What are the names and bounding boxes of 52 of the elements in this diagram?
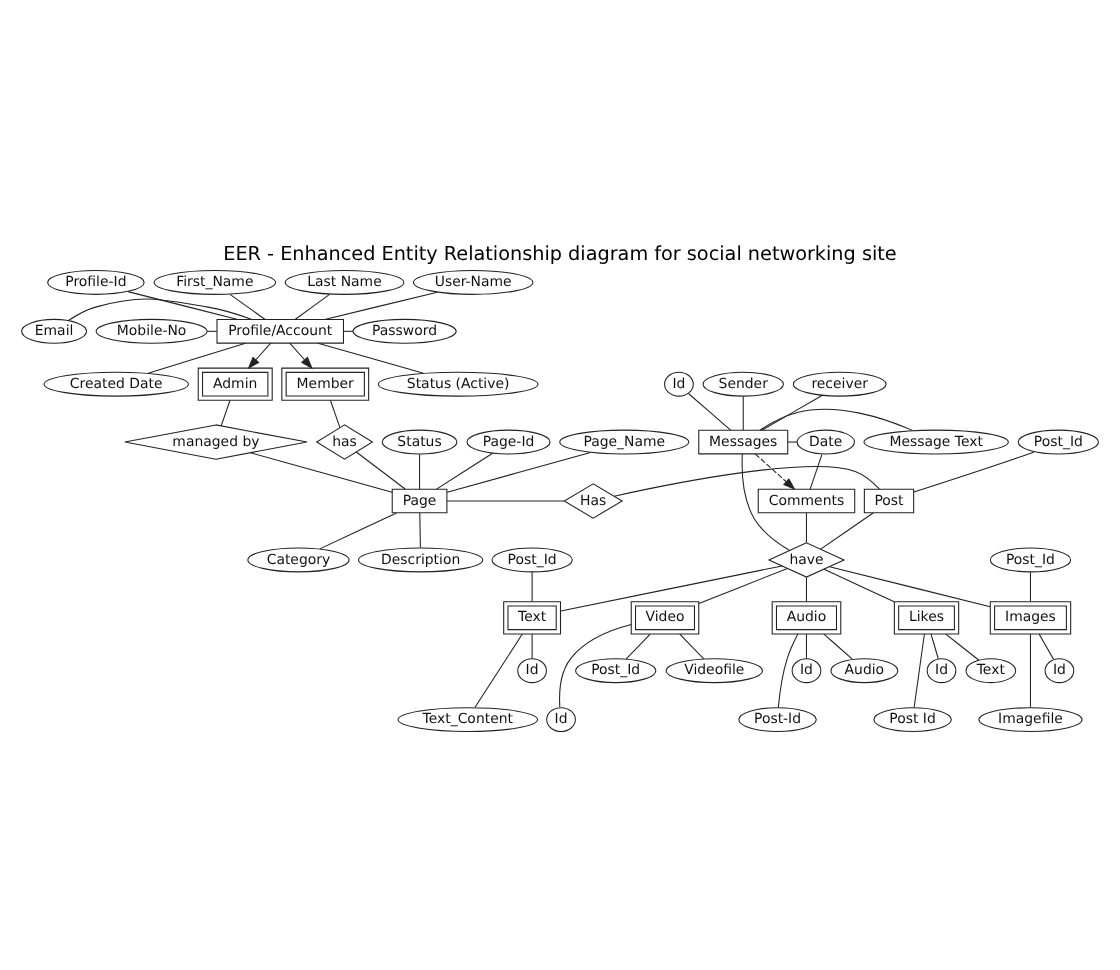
- connector: [446, 450, 591, 492]
- connector: [206, 329, 218, 331]
- connector: [1038, 632, 1055, 659]
- connector: [329, 398, 341, 428]
- connector: [698, 567, 788, 603]
- connector: [829, 565, 991, 607]
- connector: [1029, 570, 1031, 601]
- connector: [419, 452, 421, 489]
- connector: [805, 632, 807, 658]
- connector: [343, 329, 354, 331]
- connector: [742, 395, 744, 430]
- connector: [945, 632, 980, 660]
- diagram-title: EER - Enhanced Entity Relationship diagram for social networking site: [223, 243, 897, 266]
- connector: [531, 632, 533, 658]
- connector: [229, 292, 266, 319]
- connector: [805, 575, 807, 602]
- connector: [220, 398, 231, 426]
- arrow: [289, 341, 313, 369]
- arrow: [247, 341, 272, 369]
- connector: [613, 465, 880, 496]
- connector: [913, 632, 925, 707]
- connector: [913, 450, 1035, 492]
- connector: [474, 632, 523, 707]
- connector: [777, 632, 799, 707]
- connector: [625, 632, 651, 659]
- connector: [436, 451, 494, 489]
- arrow: [754, 452, 796, 490]
- connector: [809, 452, 823, 489]
- connector: [820, 511, 874, 549]
- connector: [249, 451, 393, 492]
- connector: [787, 440, 798, 442]
- connector: [559, 623, 632, 707]
- connector: [1029, 632, 1031, 707]
- connector: [741, 452, 790, 550]
- connector: [67, 297, 253, 320]
- connector: [419, 511, 421, 548]
- connector: [805, 511, 807, 543]
- connector: [560, 564, 783, 611]
- connector: [823, 567, 895, 602]
- connector: [759, 407, 913, 430]
- connector: [294, 292, 331, 319]
- connector: [319, 511, 398, 549]
- connector: [324, 290, 438, 319]
- connector: [531, 570, 533, 601]
- connector: [446, 499, 565, 501]
- connector: [823, 632, 853, 659]
- connector: [355, 450, 406, 489]
- connector: [930, 632, 939, 659]
- connector: [687, 391, 732, 430]
- connector: [761, 393, 823, 430]
- connector: [679, 632, 705, 659]
- connector: [127, 290, 239, 319]
